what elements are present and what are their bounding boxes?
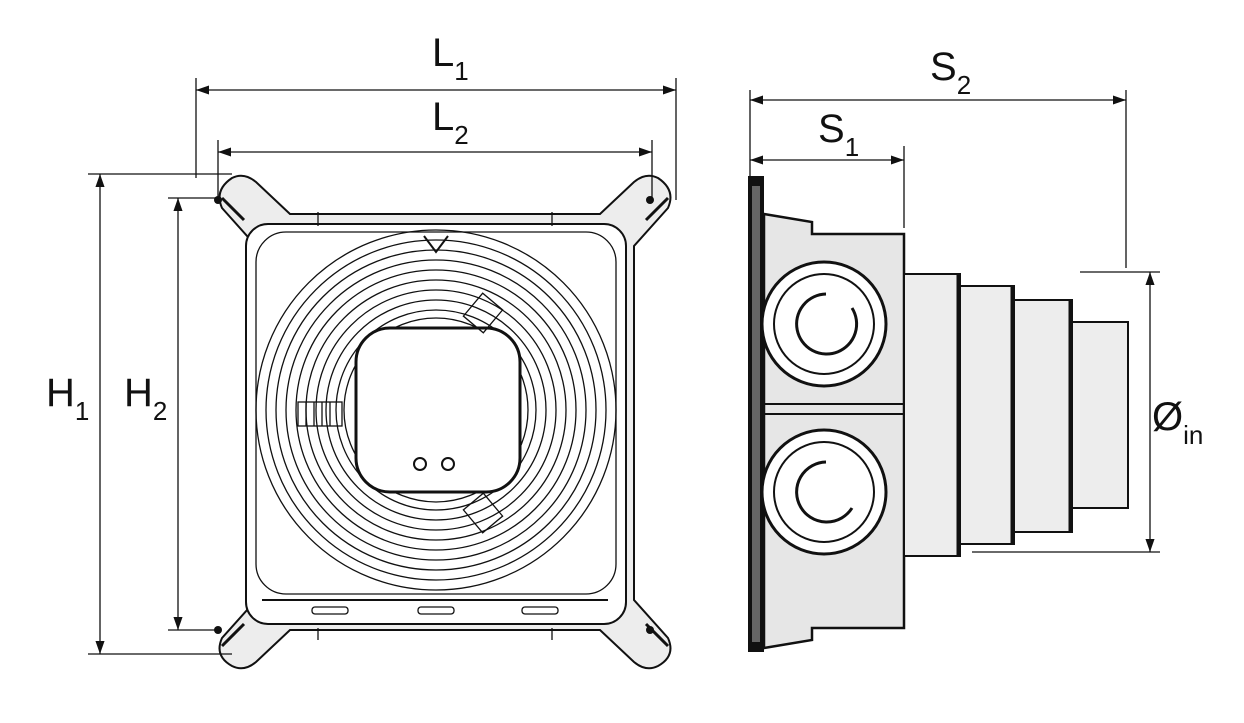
front-view (214, 174, 672, 670)
knockout-lower (760, 428, 888, 556)
screw-hole-right (441, 457, 455, 471)
label-s1: S1 (818, 107, 859, 162)
label-diameter: Øin (1152, 395, 1203, 450)
label-l1: L1 (432, 31, 469, 86)
label-s2: S2 (930, 45, 971, 100)
label-l2: L2 (432, 95, 469, 150)
dimension-lines (88, 78, 1160, 655)
center-opening (354, 326, 522, 494)
bottom-strip (262, 599, 608, 640)
side-view (748, 176, 1129, 652)
label-h2: H2 (124, 371, 167, 426)
screw-hole-left (413, 457, 427, 471)
knockout-upper (760, 260, 888, 388)
label-h1: H1 (46, 371, 89, 426)
side-latches (297, 292, 504, 534)
stepped-sleeve (903, 273, 1129, 557)
